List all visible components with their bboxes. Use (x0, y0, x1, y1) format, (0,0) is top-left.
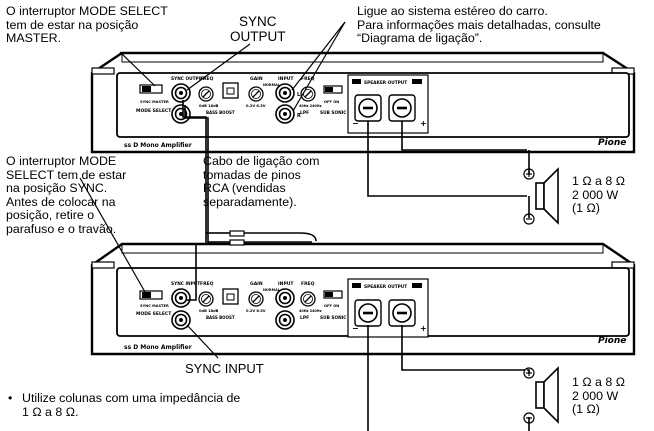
lpf-freq-label: FREQ (301, 76, 315, 82)
speaker-top-spec: 1 Ω a 8 Ω 2 000 W (1 Ω) (572, 174, 625, 216)
model-text: ss D Mono Amplifier (124, 142, 192, 149)
lpf-range-2: 40Hz 240Hz (299, 309, 322, 313)
input-l-label: L (297, 92, 301, 98)
sync-input-pointer (186, 324, 219, 359)
sync-amplifier: SYNC MASTER MODE SELECT SYNC INPUT FREQ … (90, 242, 636, 356)
sync-output-label: SYNC OUTPUT (230, 14, 286, 44)
impedance-note-item: Utilize colunas com uma impedância de1 Ω… (8, 391, 240, 419)
master-amplifier: SYNC MASTER MODE SELECT SYNC OUTPUT FREQ… (90, 51, 636, 154)
sync-input-label: SYNC INPUT (185, 361, 264, 376)
speaker-bottom-spec: 1 Ω a 8 Ω 2 000 W (1 Ω) (572, 375, 625, 417)
terminal-minus: − (352, 119, 359, 128)
freq-label: FREQ (200, 76, 214, 82)
sub-sonic-label: SUB SONIC (320, 110, 346, 116)
bottom-positive-wire (401, 325, 527, 371)
stereo-connection-note: Ligue ao sistema estéreo do carro. Para … (357, 4, 601, 46)
sub-sonic-state-2: OFF ON (324, 304, 339, 308)
switch-positions-2: SYNC MASTER (140, 304, 169, 308)
sync-switch-note: O interruptor MODE SELECT tem de estar n… (6, 154, 127, 236)
brand-logo: Pione (598, 138, 626, 148)
model-text-2: ss D Mono Amplifier (124, 344, 192, 351)
sync-switch-pointer (79, 177, 146, 293)
freq-range: 0dB 18dB (199, 104, 219, 108)
sync-output-panel-label: SYNC OUTPUT (171, 76, 205, 82)
gain-range-2: 0.2V 6.5V (246, 309, 266, 313)
bass-boost-label-2: BASS BOOST (206, 315, 235, 320)
terminal-plus: + (420, 119, 427, 128)
brand-logo-2: Pione (598, 336, 626, 346)
lpf-label-2: LPF (300, 315, 309, 321)
mode-select-label: MODE SELECT (136, 108, 172, 114)
gain-normal-2: NORMAL (263, 288, 281, 292)
stereo-pointer (292, 21, 346, 112)
lpf-label: LPF (300, 110, 309, 116)
bass-boost-label: BASS BOOST (206, 110, 235, 115)
sync-input-panel-label: SYNC INPUT (171, 281, 200, 287)
master-switch-note: O interruptor MODE SELECT tem de estar n… (6, 4, 168, 46)
rca-cable-note: Cabo de ligação com tomadas de pinos RCA… (203, 154, 320, 209)
input-label-2: INPUT (278, 281, 294, 287)
wiring (79, 21, 527, 431)
mode-select-label-2: MODE SELECT (136, 311, 172, 317)
lpf-freq-label-2: FREQ (301, 281, 315, 287)
freq-label-2: FREQ (200, 281, 214, 287)
speaker-bottom-icon (523, 367, 559, 424)
terminal-plus-2: + (420, 324, 427, 333)
sub-sonic-label-2: SUB SONIC (320, 315, 346, 321)
top-positive-wire (401, 121, 527, 151)
freq-range-2: 0dB 18dB (199, 309, 219, 313)
speaker-output-label: SPEAKER OUTPUT (364, 80, 407, 86)
switch-positions: SYNC MASTER (140, 100, 169, 104)
sub-sonic-state: OFF ON (324, 100, 339, 104)
gain-range: 0.2V 6.5V (246, 104, 266, 108)
lpf-range: 40Hz 240Hz (299, 104, 322, 108)
sync-output-pointer (186, 43, 251, 91)
top-negative-wire (367, 121, 527, 197)
speaker-output-label-2: SPEAKER OUTPUT (364, 284, 407, 290)
gain-label: GAIN (250, 76, 263, 82)
input-r-label: R (297, 113, 301, 119)
input-label: INPUT (278, 76, 294, 82)
gain-normal: NORMAL (263, 83, 281, 87)
master-switch-pointer (119, 51, 156, 87)
terminal-minus-2: − (352, 324, 359, 333)
impedance-note: Utilize colunas com uma impedância de1 Ω… (8, 391, 240, 419)
gain-label-2: GAIN (250, 281, 263, 287)
